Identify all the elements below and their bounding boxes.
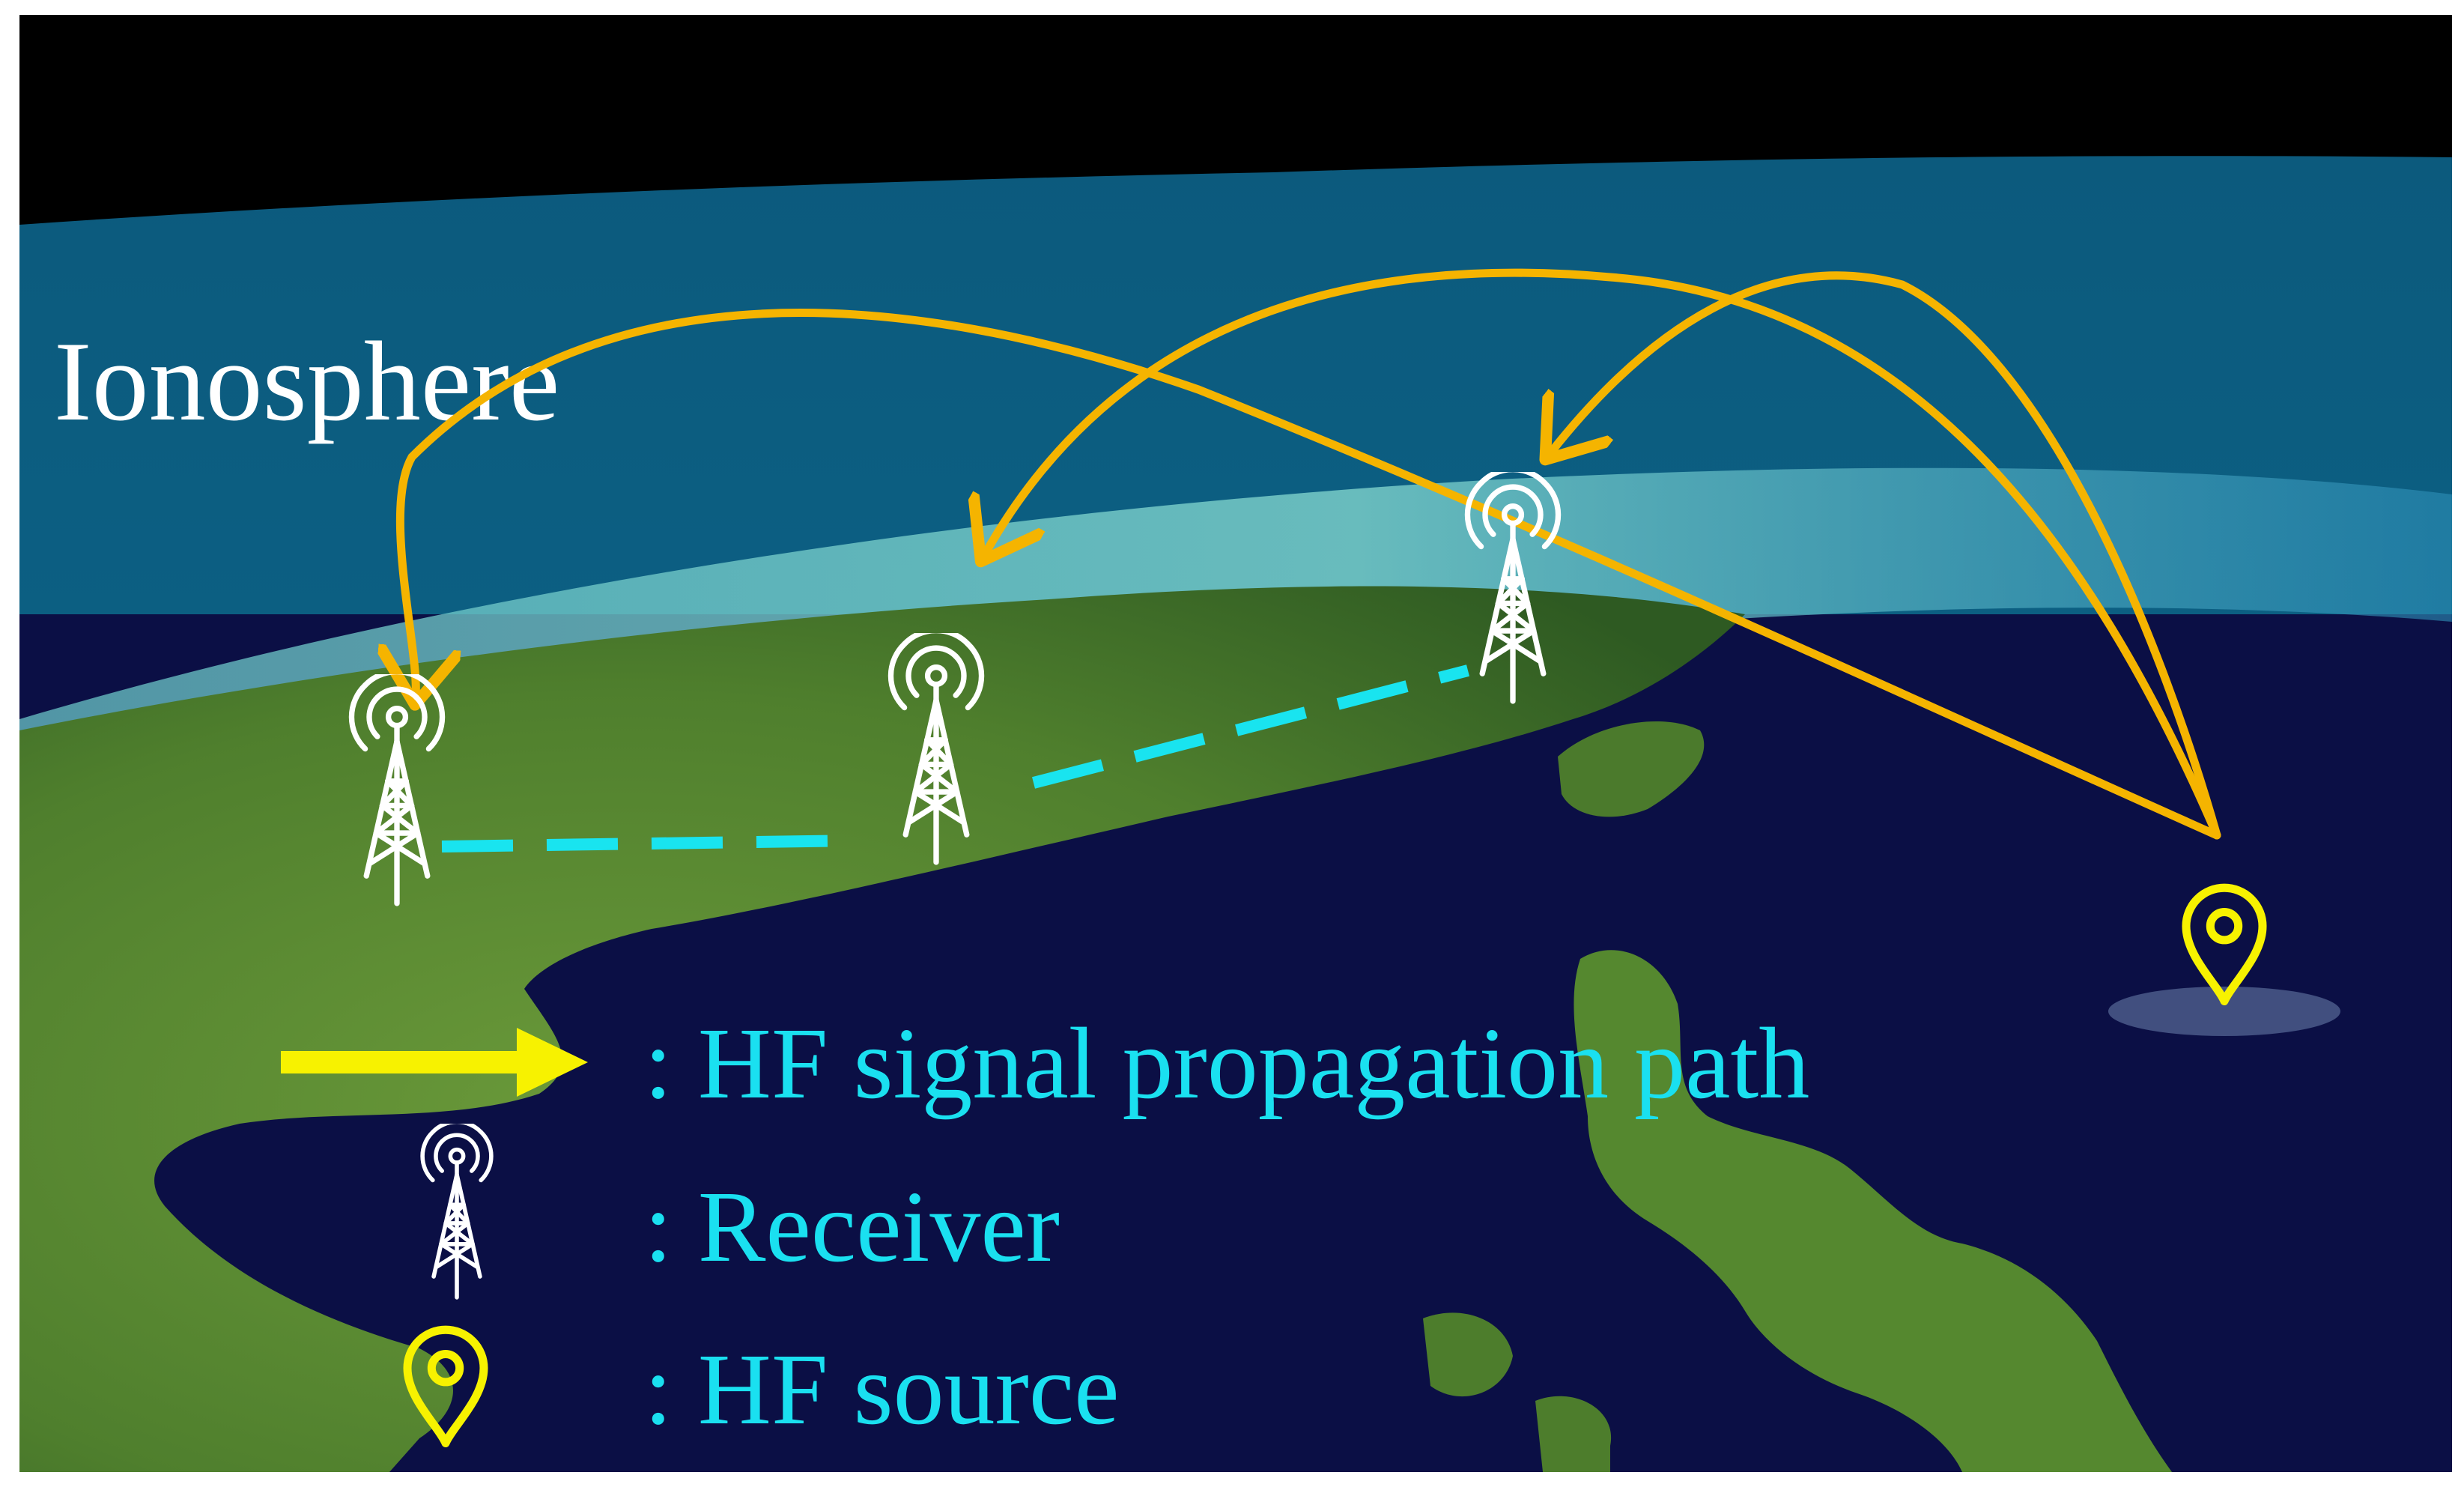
island-taiwan	[1558, 721, 1705, 817]
propagation-path-2	[985, 268, 2221, 840]
receiver-link	[441, 664, 1470, 852]
ionosphere-label: Ionosphere	[54, 318, 559, 444]
propagation-path-1	[400, 309, 2221, 840]
islands-philippines	[1574, 950, 2172, 1472]
receiver-link-segment-1	[441, 835, 858, 852]
legend: : HF signal propagation path : Receiver …	[281, 1008, 1809, 1446]
propagation-paths	[400, 268, 2221, 840]
propagation-path-3	[1550, 271, 2221, 840]
legend-arrowhead-icon	[517, 1028, 588, 1097]
mainland-coast	[19, 586, 1745, 1472]
legend-label-source: : HF source	[644, 1333, 1120, 1446]
legend-label-receiver: : Receiver	[644, 1171, 1060, 1283]
legend-label-propagation: : HF signal propagation path	[644, 1008, 1809, 1120]
receiver-link-segment-2	[1031, 664, 1470, 789]
source-shadow	[2108, 987, 2340, 1036]
island-small-1	[1423, 1312, 1513, 1397]
island-small-2	[1535, 1396, 1612, 1472]
